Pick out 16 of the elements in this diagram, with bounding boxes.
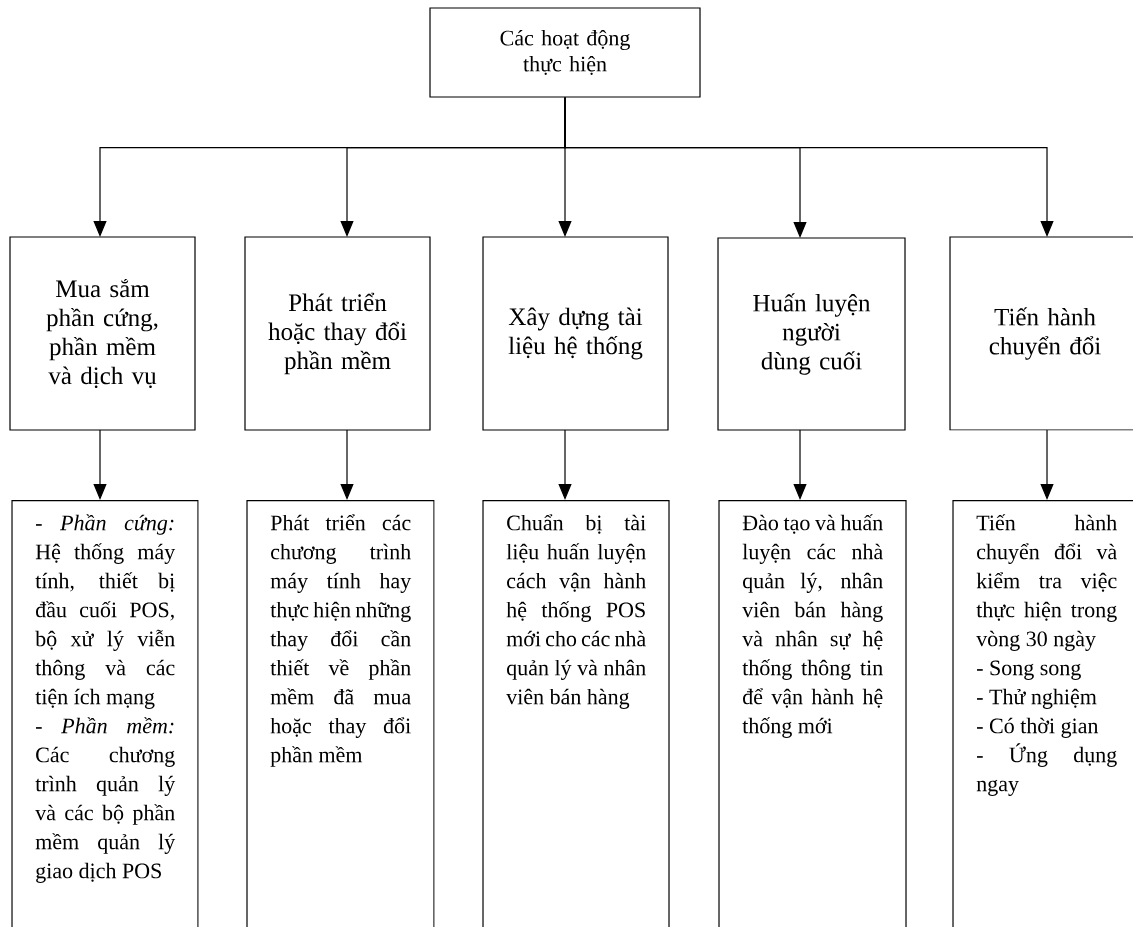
description-box (11, 500, 199, 927)
activity-box: Mua sắm phần cứng, phần mềm và dịch vụ (9, 236, 196, 431)
description-box (482, 500, 670, 927)
description-box (246, 500, 435, 927)
root-box: Các hoạt động thực hiện (429, 7, 701, 98)
description-box (718, 500, 907, 927)
description-text: Phát triển các chương trình máy tính hay thực hiện những thay đổi cần thiết về phần mềm đã mua hoặc thay đổi phần mềm (270, 514, 412, 767)
description-text: Chuẩn bị tài liệu huấn luyện cách vận hành hệ thống POS mới cho các nhà quản lý và nhân viên bán hàng (506, 514, 646, 709)
description-text: Tiến hành chuyển đổi và kiểm tra việc thực hiện trong vòng 30 ngày - Song song - Thử nghiệm - Có thời gian - Ứng dụng ngay (976, 514, 1117, 796)
activity-box: Xây dựng tài liệu hệ thống (482, 236, 669, 431)
description-text: Đào tạo và huấn luyện các nhà quản lý, nhân viên bán hàng và nhân sự hệ thống thông tin để vận hành hệ thống mới (742, 514, 883, 738)
description-text: - Phần cứng: Hệ thống máy tính, thiết bị đầu cuối POS, bộ xử lý viễn thông và các tiện ích mạng - Phần mềm: Các chương trình quản lý và các bộ phần mềm quản lý giao dịch POS (35, 514, 176, 883)
activity-box: Tiến hành chuyển đổi (949, 236, 1133, 431)
activity-box: Huấn luyện người dùng cuối (717, 237, 906, 431)
description-box (952, 500, 1133, 927)
activity-box: Phát triển hoặc thay đổi phần mềm (244, 236, 431, 431)
